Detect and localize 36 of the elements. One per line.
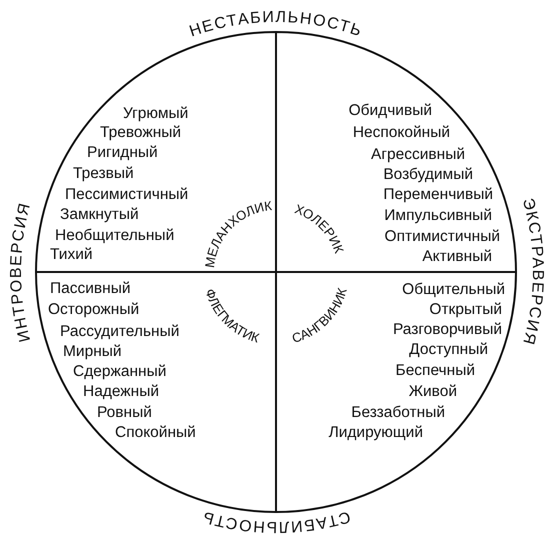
trait-label: Сдержанный: [73, 363, 166, 381]
trait-label: Осторожный: [48, 301, 140, 319]
trait-label: Возбудимый: [383, 166, 473, 184]
trait-label: Тихий: [50, 246, 93, 264]
trait-label: Пассивный: [50, 280, 131, 298]
trait-label: Замкнутый: [60, 206, 139, 224]
trait-label: Оптимистичный: [384, 228, 500, 246]
trait-label: Доступный: [409, 341, 488, 359]
trait-label: Неспокойный: [352, 124, 450, 142]
trait-label: Активный: [422, 248, 492, 266]
trait-label: Разговорчивый: [392, 321, 502, 339]
trait-label: Спокойный: [115, 424, 196, 442]
trait-label: Общительный: [402, 281, 505, 299]
trait-label: Ровный: [97, 404, 152, 422]
trait-label: Живой: [408, 383, 457, 401]
trait-label: Необщительный: [55, 227, 174, 245]
quadrant-sector: [275, 271, 517, 513]
trait-label: Надежный: [83, 383, 160, 401]
trait-label: Агрессивный: [371, 146, 465, 164]
quadrant-sector: [35, 271, 277, 513]
trait-label: Беспечный: [396, 362, 475, 380]
trait-label: Пессимистичный: [65, 186, 188, 204]
trait-label: Рассудительный: [60, 323, 180, 341]
trait-label: Обидчивый: [348, 102, 432, 120]
trait-label: Трезвый: [73, 165, 134, 183]
trait-label: Открытый: [429, 301, 502, 319]
trait-label: Импульсивный: [384, 207, 492, 225]
trait-label: Переменчивый: [383, 186, 493, 204]
trait-label: Угрюмый: [123, 105, 188, 123]
axis-label: СТАБИЛЬНОСТЬ: [200, 507, 352, 536]
trait-label: Беззаботный: [351, 404, 445, 422]
trait-label: Тревожный: [100, 124, 182, 142]
axis-label: НЕСТАБИЛЬНОСТЬ: [187, 8, 365, 40]
trait-label: Ригидный: [87, 144, 158, 162]
trait-label: Мирный: [63, 343, 122, 361]
trait-label: Лидирующий: [328, 424, 423, 442]
